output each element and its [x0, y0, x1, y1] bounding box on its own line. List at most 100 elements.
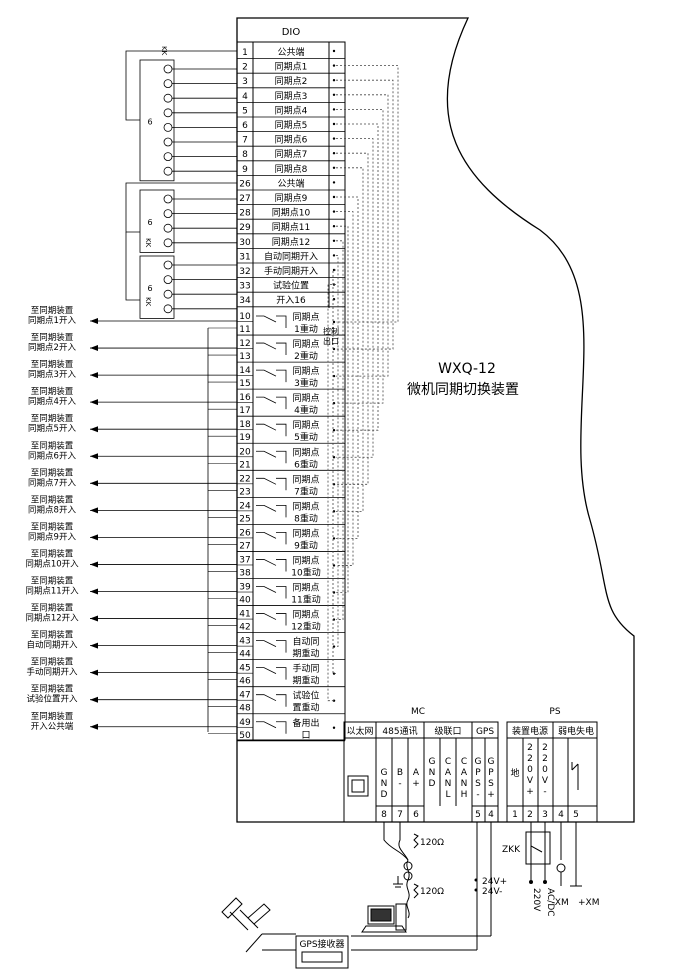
switch-contact-icon [163, 223, 173, 233]
terminal-number: 1 [242, 48, 248, 58]
terminal-number: 11 [239, 325, 250, 335]
pin-label-char: G [488, 757, 495, 767]
device-housing [236, 17, 635, 823]
pin-label-char: D [381, 790, 388, 800]
rs485-pin: B-7 [397, 768, 403, 820]
switch-contact-icon [163, 123, 173, 132]
output-label-line1: 同期点 [292, 366, 319, 377]
pin-label-char: N [445, 779, 452, 789]
arrow-left-icon [90, 723, 98, 730]
relay-contact-icon [256, 450, 287, 464]
pin-label-char: + [487, 790, 495, 800]
terminal-number: 9 [242, 165, 248, 175]
arrow-left-icon [90, 642, 98, 649]
terminal-label: 同期点9 [275, 193, 308, 204]
relay-contact-icon [256, 423, 287, 437]
gps-pin: GPS+4 [487, 757, 495, 820]
switch-contact-icon [163, 275, 173, 285]
ps-power-label: 装置电源 [512, 725, 548, 737]
arrow-left-icon [90, 345, 98, 352]
terminal-number: 38 [239, 568, 251, 578]
terminal-number: 39 [239, 583, 251, 593]
arrow-left-icon [90, 399, 98, 406]
terminal-number: 12 [239, 339, 250, 349]
terminal-label: 同期点8 [275, 164, 308, 175]
signal-label-line1: 至同期装置 [31, 548, 74, 559]
signal-label-line2: 同期点2开入 [28, 343, 76, 353]
terminal-number: 37 [239, 555, 250, 565]
pin-label-char: S [475, 779, 481, 789]
terminal-label: 公共端 [277, 177, 304, 189]
pin-label-char: N [461, 779, 468, 789]
output-label-line1: 同期点 [292, 501, 319, 512]
arrow-left-icon [90, 615, 98, 622]
terminal-number: 43 [239, 637, 250, 647]
terminal-label: 同期点1 [275, 62, 308, 73]
pin-label-char: G [429, 757, 436, 767]
switch-contact-icon [163, 194, 173, 204]
arrow-left-icon [90, 669, 98, 676]
gps-receiver-label: GPS接收器 [299, 938, 344, 950]
pin-label-char: 0 [542, 765, 548, 775]
relay-contact-icon [256, 504, 287, 518]
signal-label-line1: 至同期装置 [31, 603, 74, 614]
selector-switch: 6 [139, 59, 237, 182]
output-label-line2: 3重动 [294, 377, 318, 389]
terminal-point [332, 79, 336, 82]
ps-loss-label: 弱电失电 [558, 725, 594, 737]
terminal-point [332, 239, 336, 242]
terminal-number: 50 [239, 731, 251, 741]
switch-contact-icon [163, 238, 173, 248]
terminal-label: 同期点6 [275, 135, 308, 146]
terminal-number: 13 [239, 352, 250, 362]
terminal-point [332, 64, 336, 67]
mc-rs485-label: 485通讯 [382, 726, 417, 737]
output-label-line1: 同期点 [292, 528, 319, 539]
terminal-number: 24 [239, 501, 251, 511]
pin-label-char: 2 [527, 754, 533, 764]
terminal-label: 公共端 [277, 46, 304, 58]
terminal-number: 15 [239, 379, 250, 389]
terminal-number: 23 [239, 487, 250, 497]
relay-contact-icon [256, 532, 287, 545]
pin-label-char: + [526, 787, 534, 797]
output-label-line1: 同期点 [292, 339, 319, 350]
terminal-number: 20 [239, 447, 251, 457]
mc-block [343, 721, 499, 823]
terminal-point [332, 137, 336, 140]
pin-label-char: G [475, 757, 482, 767]
terminal-number: 34 [239, 296, 251, 306]
pin-label-char: A [445, 768, 452, 778]
terminal-number: 47 [239, 691, 250, 701]
control-output-label-2: 出口 [323, 336, 339, 346]
relay-contact-icon [256, 586, 287, 599]
control-link-line [336, 211, 354, 566]
terminal-number: 49 [239, 718, 251, 728]
dio-input-row: 1 公共端 [242, 46, 336, 58]
output-label-line2: 期重动 [292, 648, 319, 660]
signal-label-line1: 至同期装置 [31, 521, 74, 532]
terminal-number: 8 [242, 150, 248, 160]
zkk-label: ZKK [502, 845, 521, 855]
terminal-point [332, 108, 336, 111]
ps-title: PS [549, 707, 560, 717]
